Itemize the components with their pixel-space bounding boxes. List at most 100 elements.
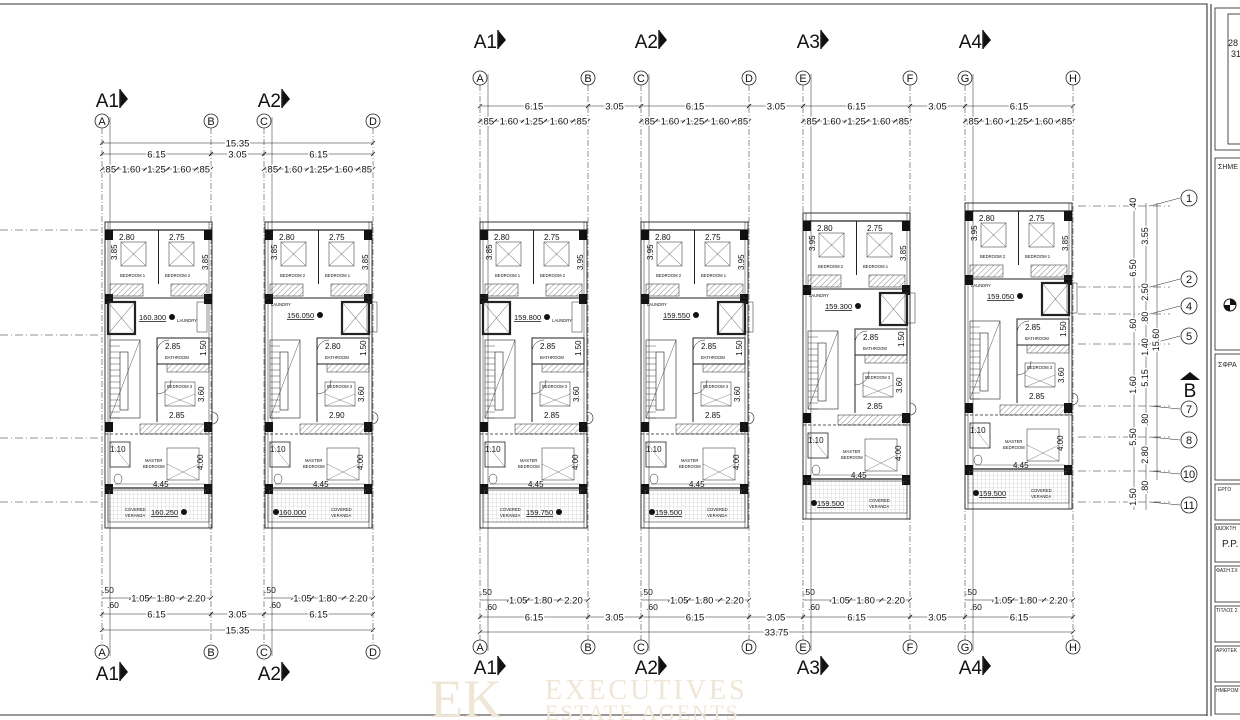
floor-level: 156.050	[287, 311, 314, 320]
dimension-text: .50	[102, 585, 114, 595]
grid-bubble	[203, 644, 219, 660]
column	[265, 294, 273, 304]
dimension-text: 1.05	[832, 596, 851, 607]
level-marker-icon	[317, 312, 323, 318]
shower	[807, 432, 829, 459]
master-width: 4.45	[851, 471, 867, 480]
dimension-text: 1.40	[1140, 338, 1150, 356]
dimension-text: .80	[1140, 481, 1150, 494]
dimension-text: 3.05	[928, 102, 947, 113]
dimension-text: 1.60	[550, 117, 569, 128]
dimension-text: 6.15	[847, 102, 866, 113]
axis-bubble	[1180, 297, 1198, 315]
column	[579, 294, 587, 304]
wardrobe	[545, 283, 583, 297]
grid-label: D	[369, 647, 377, 659]
dimension-text: 2.20	[886, 596, 905, 607]
grid-bubble	[256, 644, 272, 660]
bedroom3-depth: 3.60	[1057, 367, 1066, 383]
room-label: BEDROOM	[1003, 445, 1025, 450]
level-marker-icon	[273, 509, 279, 515]
wardrobe	[166, 363, 210, 373]
dimension-text: .60	[970, 602, 982, 612]
dimension-text: 1.80	[319, 594, 338, 605]
wardrobe	[645, 283, 680, 297]
exterior-wall	[264, 221, 373, 529]
owner-value: P.P.	[1222, 539, 1238, 550]
axis-bubble	[1180, 400, 1198, 418]
dimension-text: .85	[804, 117, 817, 128]
bedroom-depth: 3.85	[485, 244, 494, 260]
bedroom3-width: 2.85	[544, 411, 560, 420]
window-bay	[371, 411, 379, 425]
grid-label: G	[961, 642, 970, 654]
room-label: COVERED	[500, 507, 521, 512]
veranda-level: 159.500	[817, 499, 844, 508]
section-arrow-icon	[498, 656, 506, 675]
bedroom-width: 2.75	[867, 224, 883, 233]
title-block-cell	[1214, 483, 1240, 521]
grid-label: D	[369, 116, 377, 128]
bed-icon	[324, 381, 356, 407]
column	[1064, 275, 1072, 285]
dimension-text: 2.20	[564, 596, 583, 607]
bedroom-depth: 3.85	[1061, 235, 1070, 251]
wardrobe	[969, 264, 1004, 278]
grid-label: A	[476, 642, 484, 654]
dimension-text: 1.25	[309, 165, 328, 176]
section-b-label: B	[1184, 381, 1197, 402]
dimension-text: .60	[1128, 319, 1138, 332]
bedroom-width: 2.80	[279, 233, 295, 242]
dimension-text: 1.25	[686, 117, 705, 128]
covered-veranda	[482, 489, 585, 523]
dimension-text: 1.25	[147, 165, 166, 176]
column	[105, 230, 113, 240]
room-label: COVERED	[1031, 488, 1052, 493]
section-label: A2	[258, 91, 281, 112]
master-depth: 4.00	[1056, 435, 1065, 451]
room-label: MASTER	[520, 458, 537, 463]
room-label: BEDROOM	[143, 464, 165, 469]
dimension-text: 1.60	[661, 117, 680, 128]
dimension-text: 2.80	[1140, 446, 1150, 464]
room-label: COVERED	[707, 507, 728, 512]
grid-label: C	[637, 73, 645, 85]
section-arrow-icon	[659, 30, 667, 49]
bedroom-depth: 3.95	[576, 254, 585, 270]
column	[480, 294, 488, 304]
axis-bubble	[1180, 431, 1198, 449]
section-label: A3	[797, 32, 820, 53]
room-label: BEDROOM 2	[980, 254, 1006, 259]
bedroom-width: 2.75	[169, 233, 185, 242]
title-label: ΤΙΤΛΟΣ Σ	[1216, 608, 1238, 614]
column	[105, 294, 113, 304]
section-b-arrow-icon	[1180, 372, 1200, 380]
dimension-text: .50	[965, 587, 977, 597]
master-depth: 4.00	[356, 454, 365, 470]
room-label: BEDROOM 3	[542, 384, 568, 389]
covered-veranda	[805, 480, 908, 514]
wardrobe	[541, 363, 585, 373]
room-label: BEDROOM 2	[818, 264, 844, 269]
laundry-unit	[1066, 282, 1078, 314]
room-label: BATHROOM	[863, 346, 887, 351]
grid-label: D	[745, 642, 753, 654]
section-arrow-icon	[498, 30, 506, 49]
title-block-cell	[1214, 685, 1240, 715]
exterior-wall	[964, 202, 1073, 510]
wardrobe	[868, 274, 906, 288]
axis-label: 2	[1186, 274, 1192, 286]
grid-label: C	[637, 642, 645, 654]
column	[965, 465, 973, 475]
axis-bubble	[1180, 327, 1198, 345]
room-label: BEDROOM 2	[656, 273, 682, 278]
bathroom-width: 2.85	[863, 333, 879, 342]
grid-bubble	[741, 70, 757, 86]
bed-icon	[1026, 428, 1060, 462]
wardrobe	[330, 283, 368, 297]
wardrobe	[269, 283, 304, 297]
floor-level: 160.300	[139, 313, 166, 322]
wardrobe	[1026, 344, 1070, 354]
